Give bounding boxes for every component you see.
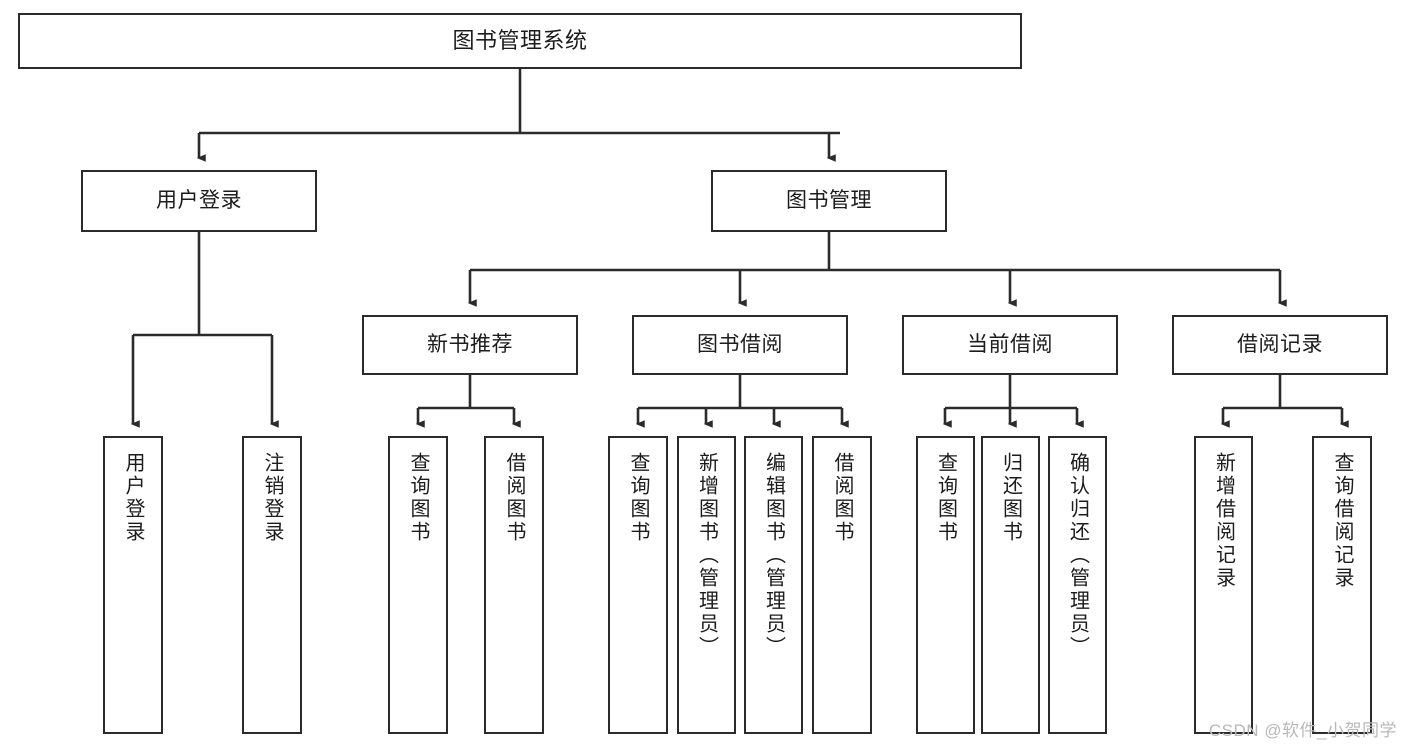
node-leaf-add-book[interactable]: 新增图书（管理员）	[677, 436, 736, 734]
node-leaf-query-book-1[interactable]: 查询图书	[388, 436, 448, 734]
node-leaf-query-record-label: 查询借阅记录	[1331, 452, 1353, 590]
node-leaf-return-book[interactable]: 归还图书	[981, 436, 1040, 734]
node-leaf-borrow-book-2[interactable]: 借阅图书	[812, 436, 872, 734]
node-leaf-return-book-label: 归还图书	[999, 452, 1022, 544]
node-leaf-borrow-book-1[interactable]: 借阅图书	[484, 436, 544, 734]
node-leaf-add-record[interactable]: 新增借阅记录	[1194, 436, 1253, 734]
node-leaf-query-book-3-label: 查询图书	[934, 452, 957, 544]
node-borrow-record[interactable]: 借阅记录	[1172, 315, 1388, 375]
node-leaf-confirm-return-label: 确认归还（管理员）	[1066, 452, 1089, 659]
node-book-borrow-label: 图书借阅	[697, 333, 783, 357]
node-new-book-rec-label: 新书推荐	[427, 333, 513, 357]
node-book-borrow[interactable]: 图书借阅	[632, 315, 848, 375]
node-user-login[interactable]: 用户登录	[81, 170, 317, 232]
watermark-text: CSDN @软件_小贺同学	[1208, 721, 1397, 740]
node-leaf-edit-book-label: 编辑图书（管理员）	[762, 452, 785, 659]
node-book-manage[interactable]: 图书管理	[711, 170, 947, 232]
node-current-borrow[interactable]: 当前借阅	[902, 315, 1118, 375]
node-current-borrow-label: 当前借阅	[967, 333, 1053, 357]
node-leaf-add-record-label: 新增借阅记录	[1212, 452, 1235, 590]
node-leaf-borrow-book-1-label: 借阅图书	[503, 452, 525, 544]
node-leaf-query-book-2[interactable]: 查询图书	[608, 436, 668, 734]
node-leaf-query-book-2-label: 查询图书	[627, 452, 649, 544]
node-leaf-user-login[interactable]: 用户登录	[103, 436, 163, 734]
node-leaf-logout[interactable]: 注销登录	[242, 436, 302, 734]
node-leaf-user-login-label: 用户登录	[122, 452, 144, 544]
node-book-manage-label: 图书管理	[786, 189, 872, 213]
node-borrow-record-label: 借阅记录	[1237, 333, 1323, 357]
node-root-label: 图书管理系统	[452, 27, 588, 53]
node-new-book-rec[interactable]: 新书推荐	[362, 315, 578, 375]
node-leaf-logout-label: 注销登录	[261, 452, 283, 544]
node-leaf-query-record[interactable]: 查询借阅记录	[1312, 436, 1372, 734]
node-leaf-borrow-book-2-label: 借阅图书	[831, 452, 853, 544]
node-leaf-confirm-return[interactable]: 确认归还（管理员）	[1048, 436, 1107, 734]
node-leaf-query-book-3[interactable]: 查询图书	[916, 436, 975, 734]
node-leaf-edit-book[interactable]: 编辑图书（管理员）	[744, 436, 803, 734]
node-leaf-add-book-label: 新增图书（管理员）	[695, 452, 718, 659]
node-user-login-label: 用户登录	[156, 189, 242, 213]
node-root[interactable]: 图书管理系统	[18, 13, 1022, 69]
node-leaf-query-book-1-label: 查询图书	[407, 452, 429, 544]
